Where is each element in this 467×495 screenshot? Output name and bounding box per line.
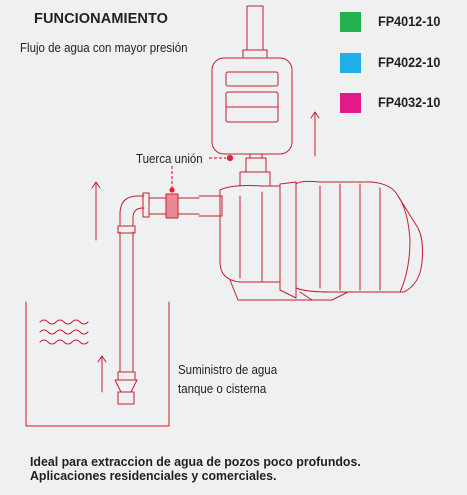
horizontal-pipe (148, 197, 167, 215)
motor-adapter (279, 181, 297, 299)
pump-inlet-neck (198, 195, 223, 217)
pump-volute-detail (239, 191, 263, 283)
flow-arrow-icon (310, 111, 320, 157)
pipe-elbow (119, 195, 145, 227)
motor-end-cap (397, 195, 411, 293)
water-wave-icon (39, 319, 89, 325)
flow-arrow-icon (91, 181, 101, 241)
legend-label: FP4032-10 (378, 94, 441, 110)
union-nut-highlight (166, 194, 178, 218)
union-nut-label: Tuerca unión (136, 152, 203, 166)
pump-base (229, 279, 349, 301)
motor-fins (319, 183, 381, 291)
footer-line: Ideal para extraccion de agua de pozos p… (30, 454, 361, 469)
supply-label-line: tanque o cisterna (178, 382, 267, 396)
pump-volute (219, 185, 281, 283)
footer-line: Aplicaciones residenciales y comerciales… (30, 468, 277, 483)
legend-swatch-magenta (340, 93, 361, 113)
diagram-title: FUNCIONAMIENTO (34, 11, 169, 27)
controller-display (225, 71, 279, 87)
legend-swatch-green (340, 12, 361, 32)
callout-dot (169, 187, 175, 193)
water-wave-icon (39, 329, 89, 335)
discharge-coupling (245, 157, 267, 173)
controller-outlet-coupling (242, 49, 268, 59)
foot-valve (114, 379, 138, 393)
diagram-subtitle: Flujo de agua con mayor presión (20, 41, 188, 55)
legend-label: FP4012-10 (378, 13, 441, 29)
legend-label: FP4022-10 (378, 54, 441, 70)
motor-body (295, 180, 423, 293)
supply-label: Suministro de agua tanque o cisterna (178, 361, 277, 399)
supply-label-line: Suministro de agua (178, 363, 278, 377)
pipe-coupling (117, 225, 136, 234)
tank-outline (25, 301, 170, 427)
callout-dot (226, 154, 234, 162)
pump-discharge (239, 171, 271, 187)
foot-valve-strainer (117, 391, 135, 405)
horizontal-pipe (177, 197, 200, 215)
pipe-coupling (117, 371, 136, 381)
footer-note: Ideal para extraccion de agua de pozos p… (30, 455, 361, 483)
controller-outlet-pipe (246, 5, 264, 51)
water-wave-icon (39, 339, 89, 345)
legend-swatch-blue (340, 53, 361, 73)
controller-to-pump (249, 153, 263, 159)
suction-pipe (119, 231, 134, 373)
flow-arrow-icon (97, 355, 107, 393)
pipe-flange (142, 192, 150, 218)
